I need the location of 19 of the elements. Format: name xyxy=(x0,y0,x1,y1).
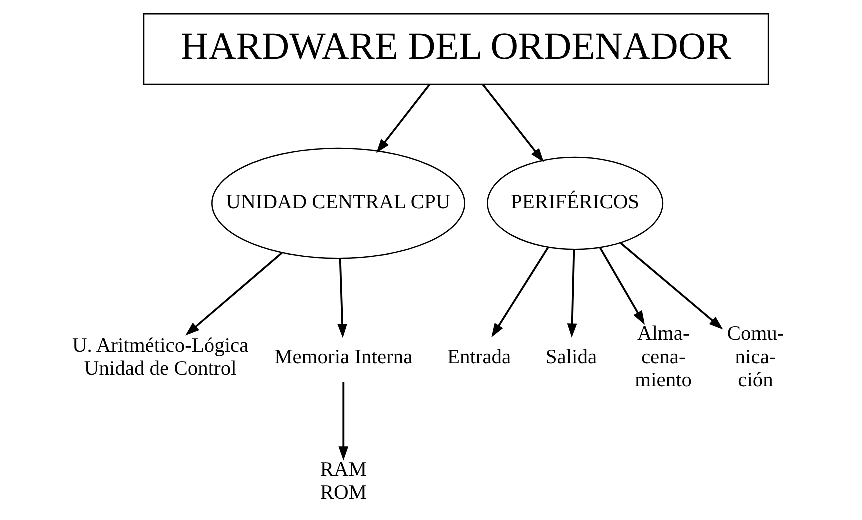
node-text: U. Aritmético-Lógica Unidad de Control xyxy=(72,334,249,380)
arrow xyxy=(186,252,283,336)
arrow xyxy=(482,84,544,162)
node-text: Comu- nica- ción xyxy=(727,322,784,391)
node-text: Alma- cena- miento xyxy=(635,322,692,391)
node-text: Memoria Interna xyxy=(274,346,413,368)
arrow xyxy=(600,247,645,324)
arrow xyxy=(492,246,550,338)
node-ellipse: UNIDAD CENTRAL CPU xyxy=(212,147,466,259)
node-text: Salida xyxy=(546,346,598,368)
node-ellipse: PERIFÉRICOS xyxy=(487,156,664,250)
node-box: HARDWARE DEL ORDENADOR xyxy=(143,12,770,85)
arrow xyxy=(338,258,348,338)
arrow xyxy=(376,84,431,153)
arrow xyxy=(620,242,724,330)
arrow xyxy=(338,382,349,460)
node-text: Entrada xyxy=(447,346,512,368)
node-text: RAM ROM xyxy=(320,458,367,504)
arrow xyxy=(567,249,578,338)
